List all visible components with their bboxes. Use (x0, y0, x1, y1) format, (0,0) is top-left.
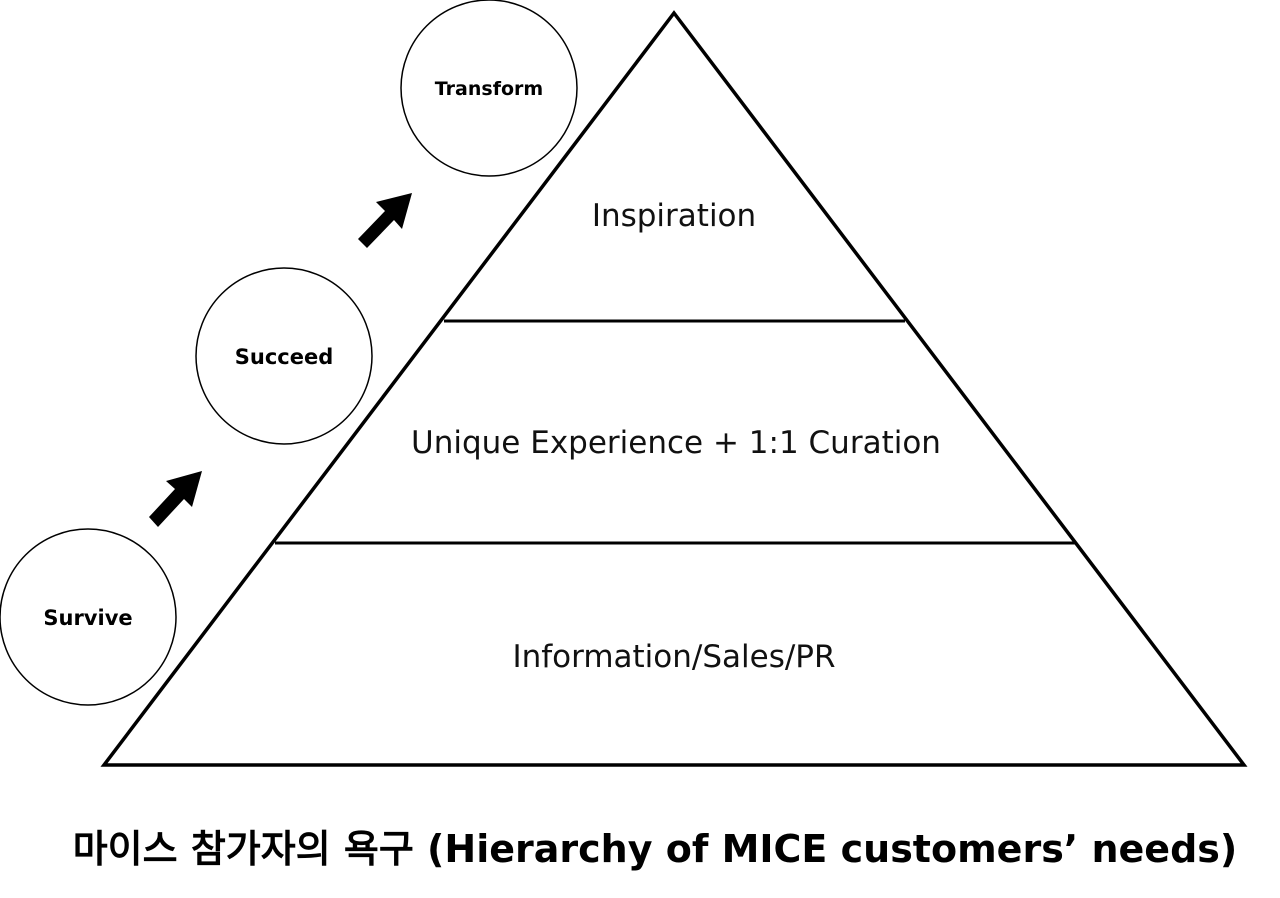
stage-circle-succeed (195, 267, 373, 445)
tier-label-middle: Unique Experience + 1:1 Curation (411, 425, 941, 461)
stage-label-survive: Survive (43, 606, 132, 630)
tier-label-bottom: Information/Sales/PR (512, 639, 835, 675)
arrow-up-right-icon (149, 471, 202, 527)
diagram-caption: 마이스 참가자의 욕구 (Hierarchy of MICE customers… (72, 827, 1238, 871)
stage-label-transform: Transform (435, 78, 543, 100)
arrow-up-right-icon (358, 193, 412, 248)
stage-circle-survive (0, 528, 177, 706)
stage-label-succeed: Succeed (235, 345, 334, 369)
tier-label-top: Inspiration (592, 198, 756, 234)
stage-circle-transform (400, 0, 578, 177)
pyramid-outline (100, 10, 1248, 767)
